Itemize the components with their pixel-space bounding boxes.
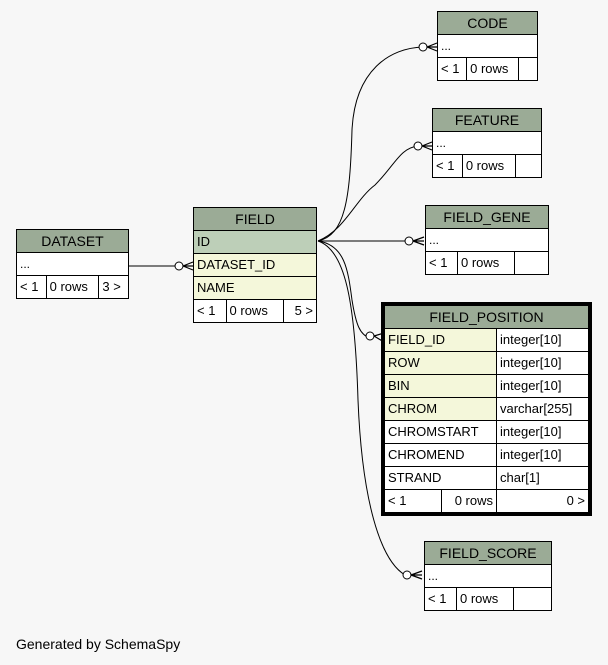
rel-field-code — [317, 46, 424, 242]
columns-collapsed: ... — [437, 34, 538, 58]
column-name[interactable]: CHROMEND — [384, 443, 497, 467]
table-title: FEATURE — [432, 108, 542, 132]
crowfoot — [421, 141, 433, 151]
table-dataset[interactable]: DATASET ... < 1 0 rows 3 > — [16, 229, 129, 299]
table-field-gene[interactable]: FIELD_GENE ... < 1 0 rows — [425, 205, 549, 275]
column-type: char[1] — [496, 466, 589, 490]
zero-marker — [413, 141, 423, 151]
columns-collapsed: ... — [16, 252, 129, 276]
table-code[interactable]: CODE ... < 1 0 rows — [436, 11, 538, 81]
parent-count: < 1 — [193, 299, 227, 323]
parent-count: < 1 — [432, 154, 463, 178]
columns-collapsed: ... — [424, 564, 552, 588]
table-title: DATASET — [16, 229, 129, 253]
column-id[interactable]: ID — [193, 230, 317, 254]
row-count: 0 rows — [466, 57, 519, 81]
crowfoot — [412, 236, 425, 246]
table-title: FIELD_SCORE — [424, 541, 552, 565]
child-count — [513, 587, 552, 611]
table-field-score[interactable]: FIELD_SCORE ... < 1 0 rows — [424, 541, 552, 611]
column-name[interactable]: BIN — [384, 374, 497, 398]
row-count: 0 rows — [225, 299, 285, 323]
row-count: 0 rows — [456, 587, 514, 611]
column-type: integer[10] — [496, 328, 589, 352]
generated-by-label: Generated by SchemaSpy — [16, 636, 181, 652]
row-count: 0 rows — [461, 154, 517, 178]
zero-marker — [365, 331, 375, 341]
column-dataset-id[interactable]: DATASET_ID — [193, 253, 317, 277]
column-name[interactable]: STRAND — [384, 466, 497, 490]
column-name[interactable]: CHROM — [384, 397, 497, 421]
columns-collapsed: ... — [432, 131, 542, 155]
zero-marker — [404, 236, 414, 246]
table-title: FIELD — [193, 207, 317, 231]
column-type: integer[10] — [496, 443, 589, 467]
column-name[interactable]: ROW — [384, 351, 497, 375]
rel-field-feature — [317, 145, 419, 242]
rel-field-field-position — [317, 240, 371, 339]
parent-count: < 1 — [16, 275, 47, 299]
row-count: 0 rows — [457, 251, 515, 275]
child-count — [515, 154, 542, 178]
column-name[interactable]: CHROMSTART — [384, 420, 497, 444]
parent-count: < 1 — [436, 57, 468, 81]
table-title: CODE — [437, 11, 538, 35]
parent-count: < 1 — [384, 489, 442, 513]
child-count: 0 > — [496, 489, 589, 513]
child-count — [518, 57, 538, 81]
column-type: integer[10] — [496, 374, 589, 398]
crowfoot — [373, 332, 385, 343]
parent-count: < 1 — [425, 251, 458, 275]
table-field[interactable]: FIELD ID DATASET_ID NAME < 1 0 rows 5 > — [193, 207, 317, 323]
parent-count: < 1 — [424, 587, 457, 611]
crowfoot — [182, 261, 194, 271]
crowfoot — [410, 570, 423, 580]
table-feature[interactable]: FEATURE ... < 1 0 rows — [432, 108, 542, 178]
crowfoot — [426, 42, 438, 52]
rel-field-field-score — [317, 240, 406, 576]
zero-marker — [402, 570, 412, 580]
columns-collapsed: ... — [425, 228, 549, 252]
child-count: 3 > — [98, 275, 129, 299]
zero-marker — [418, 42, 428, 52]
row-count: 0 rows — [441, 489, 497, 513]
column-type: integer[10] — [496, 420, 589, 444]
table-title: FIELD_POSITION — [384, 305, 589, 329]
child-count — [514, 251, 549, 275]
column-type: integer[10] — [496, 351, 589, 375]
zero-marker — [174, 261, 184, 271]
column-type: varchar[255] — [496, 397, 589, 421]
child-count: 5 > — [283, 299, 317, 323]
row-count: 0 rows — [45, 275, 100, 299]
table-title: FIELD_GENE — [425, 205, 549, 229]
column-name[interactable]: FIELD_ID — [384, 328, 497, 352]
column-name[interactable]: NAME — [193, 276, 317, 300]
